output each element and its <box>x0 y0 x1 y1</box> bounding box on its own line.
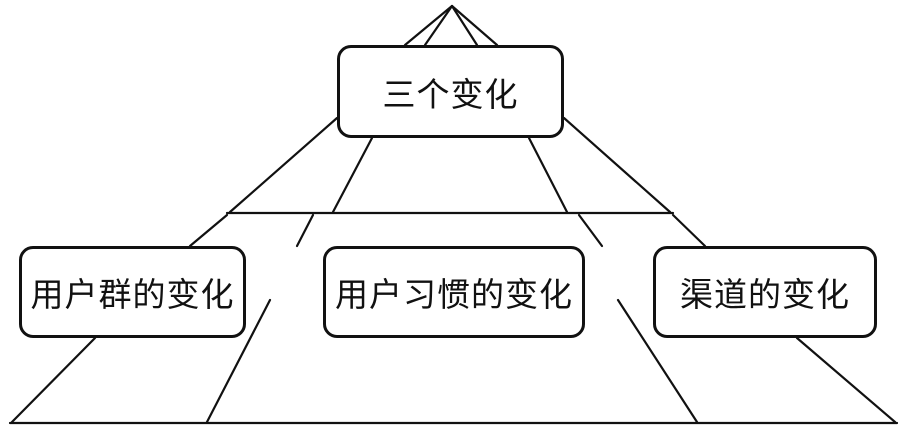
apex-line-outer-left <box>403 4 454 47</box>
pyramid-edge-left-lower <box>10 336 97 424</box>
user-habit-change-box: 用户习惯的变化 <box>323 246 585 338</box>
pyramid-edge-right-mid <box>671 213 707 248</box>
inner-line-upper-left <box>331 136 374 214</box>
pyramid-edge-right-lower <box>795 336 897 424</box>
pyramid-edge-left-upper <box>228 116 339 214</box>
user-group-change-box: 用户群的变化 <box>19 246 246 338</box>
user-habit-change-label: 用户习惯的变化 <box>335 275 573 314</box>
inner-line-upper-right <box>527 136 569 214</box>
channel-change-box: 渠道的变化 <box>653 246 877 338</box>
apex-line-inner-left <box>423 4 454 47</box>
apex-line-inner-right <box>450 4 479 47</box>
top-box-label: 三个变化 <box>382 74 519 114</box>
pyramid-edge-left-mid <box>188 213 229 248</box>
apex-line-outer-right <box>450 4 499 47</box>
inner-line-lower-left <box>205 298 272 424</box>
inner-line-lower-right <box>616 298 699 424</box>
top-box: 三个变化 <box>337 45 564 138</box>
pyramid-edge-right-upper <box>562 116 672 214</box>
channel-change-label: 渠道的变化 <box>680 275 850 314</box>
user-group-change-label: 用户群的变化 <box>30 275 235 314</box>
inner-line-mid-left <box>295 213 315 248</box>
inner-line-mid-right <box>577 213 604 248</box>
